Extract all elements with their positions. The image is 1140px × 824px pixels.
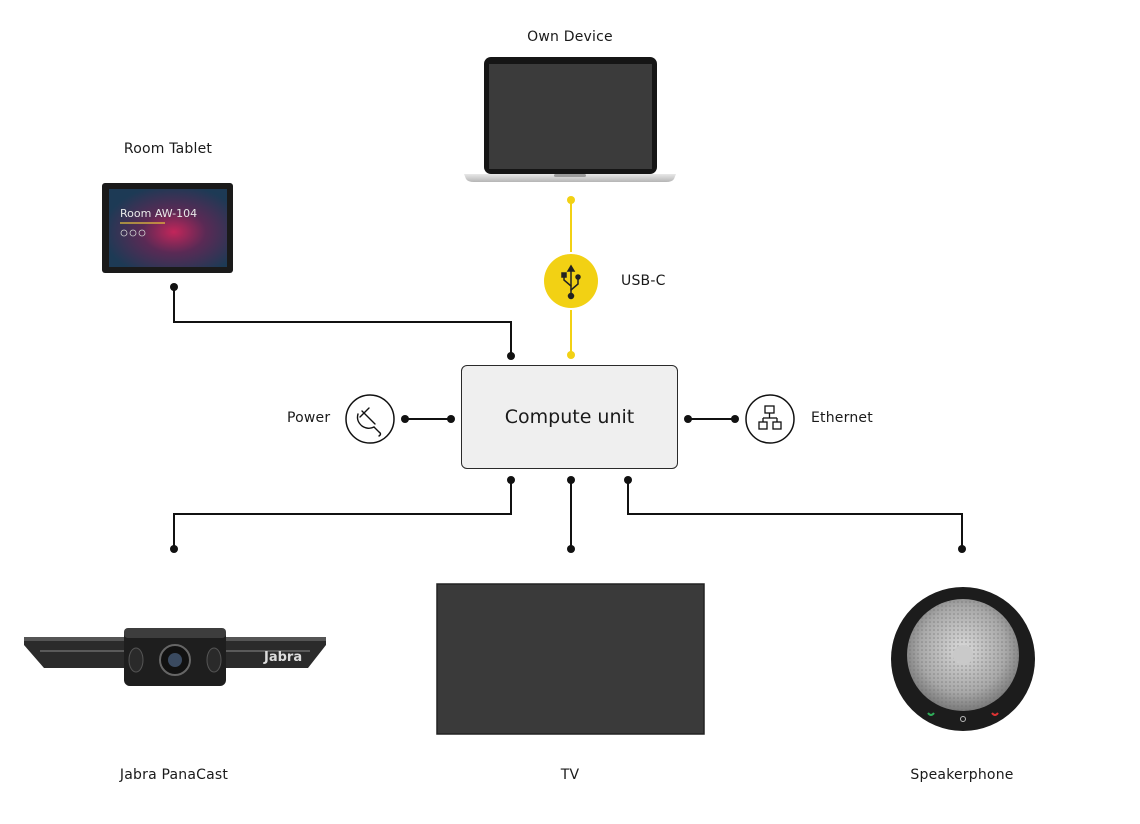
tablet-room-name: Room AW-104 bbox=[120, 207, 198, 220]
camera-label: Jabra PanaCast bbox=[119, 767, 229, 783]
camera-brand: Jabra bbox=[263, 650, 302, 665]
compute-unit: Compute unit bbox=[461, 365, 678, 469]
usb-c-link bbox=[544, 196, 598, 359]
plug-icon bbox=[356, 407, 382, 437]
speakerphone-label: Speakerphone bbox=[910, 767, 1014, 783]
panacast-camera-device: Jabra bbox=[24, 628, 326, 686]
camera-link bbox=[170, 476, 515, 553]
usb-c-label: USB-C bbox=[621, 273, 666, 289]
power-label: Power bbox=[287, 410, 331, 426]
tablet-link bbox=[170, 283, 515, 360]
own-device-label: Own Device bbox=[527, 29, 613, 45]
ethernet-link bbox=[684, 394, 795, 444]
usb-icon bbox=[561, 264, 581, 300]
tv-label: TV bbox=[560, 767, 580, 783]
ethernet-label: Ethernet bbox=[811, 410, 873, 426]
network-icon bbox=[758, 405, 782, 430]
tv-device bbox=[436, 583, 705, 735]
laptop-device bbox=[464, 57, 676, 182]
speakerphone-device bbox=[891, 587, 1035, 731]
power-link bbox=[345, 394, 455, 444]
room-tablet-device bbox=[102, 183, 233, 273]
speakerphone-link bbox=[624, 476, 966, 553]
tv-link bbox=[567, 476, 575, 553]
room-tablet-label: Room Tablet bbox=[123, 141, 213, 157]
